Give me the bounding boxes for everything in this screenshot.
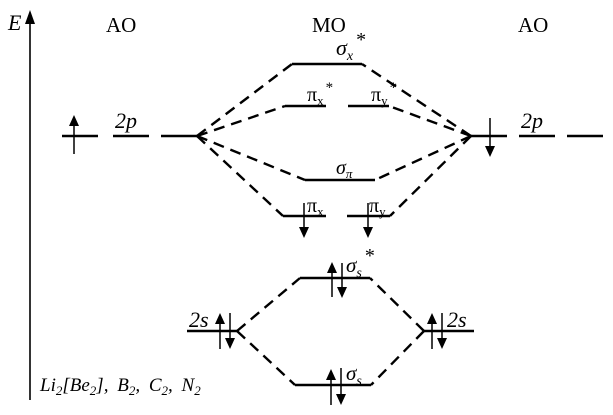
correlation-lines-2p (196, 62, 472, 217)
correlation-lines-2s (236, 277, 425, 386)
right-2p-orbitals: 2p (471, 108, 603, 157)
header-ao-left: AO (106, 13, 136, 37)
pi-x-label: πx (307, 195, 324, 219)
electron-pair (327, 262, 347, 298)
electron-pair (215, 313, 235, 349)
left-2p-orbitals: 2p (62, 108, 197, 154)
pi-x-star-label: πx* (307, 80, 333, 108)
molecule-list: Li2[Be2], B2, C2, N2 (39, 375, 201, 398)
pi-y-star-label: πy* (371, 80, 397, 108)
left-2s-label: 2s (189, 307, 209, 332)
sigma-s-label: σs (346, 361, 362, 389)
sigma-pi-label: σπ (336, 157, 353, 181)
right-2s-label: 2s (447, 307, 467, 332)
sigma-s-star-label: σs* (346, 245, 375, 281)
electron-pair (326, 368, 346, 405)
energy-axis-arrowhead (25, 10, 35, 24)
electron-up-arrow (69, 115, 79, 154)
pi-y-label: πy (369, 195, 386, 219)
left-2p-label: 2p (115, 108, 137, 133)
electron-down-arrow (299, 203, 309, 238)
electron-down-arrow (485, 118, 495, 157)
sigma-x-star-label: σx* (336, 29, 366, 64)
header-ao-right: AO (518, 13, 548, 37)
electron-pair (427, 313, 447, 349)
right-2p-label: 2p (521, 108, 543, 133)
electron-down-arrow (363, 203, 373, 238)
header-mo: MO (312, 13, 346, 37)
energy-axis-label: E (7, 10, 22, 35)
